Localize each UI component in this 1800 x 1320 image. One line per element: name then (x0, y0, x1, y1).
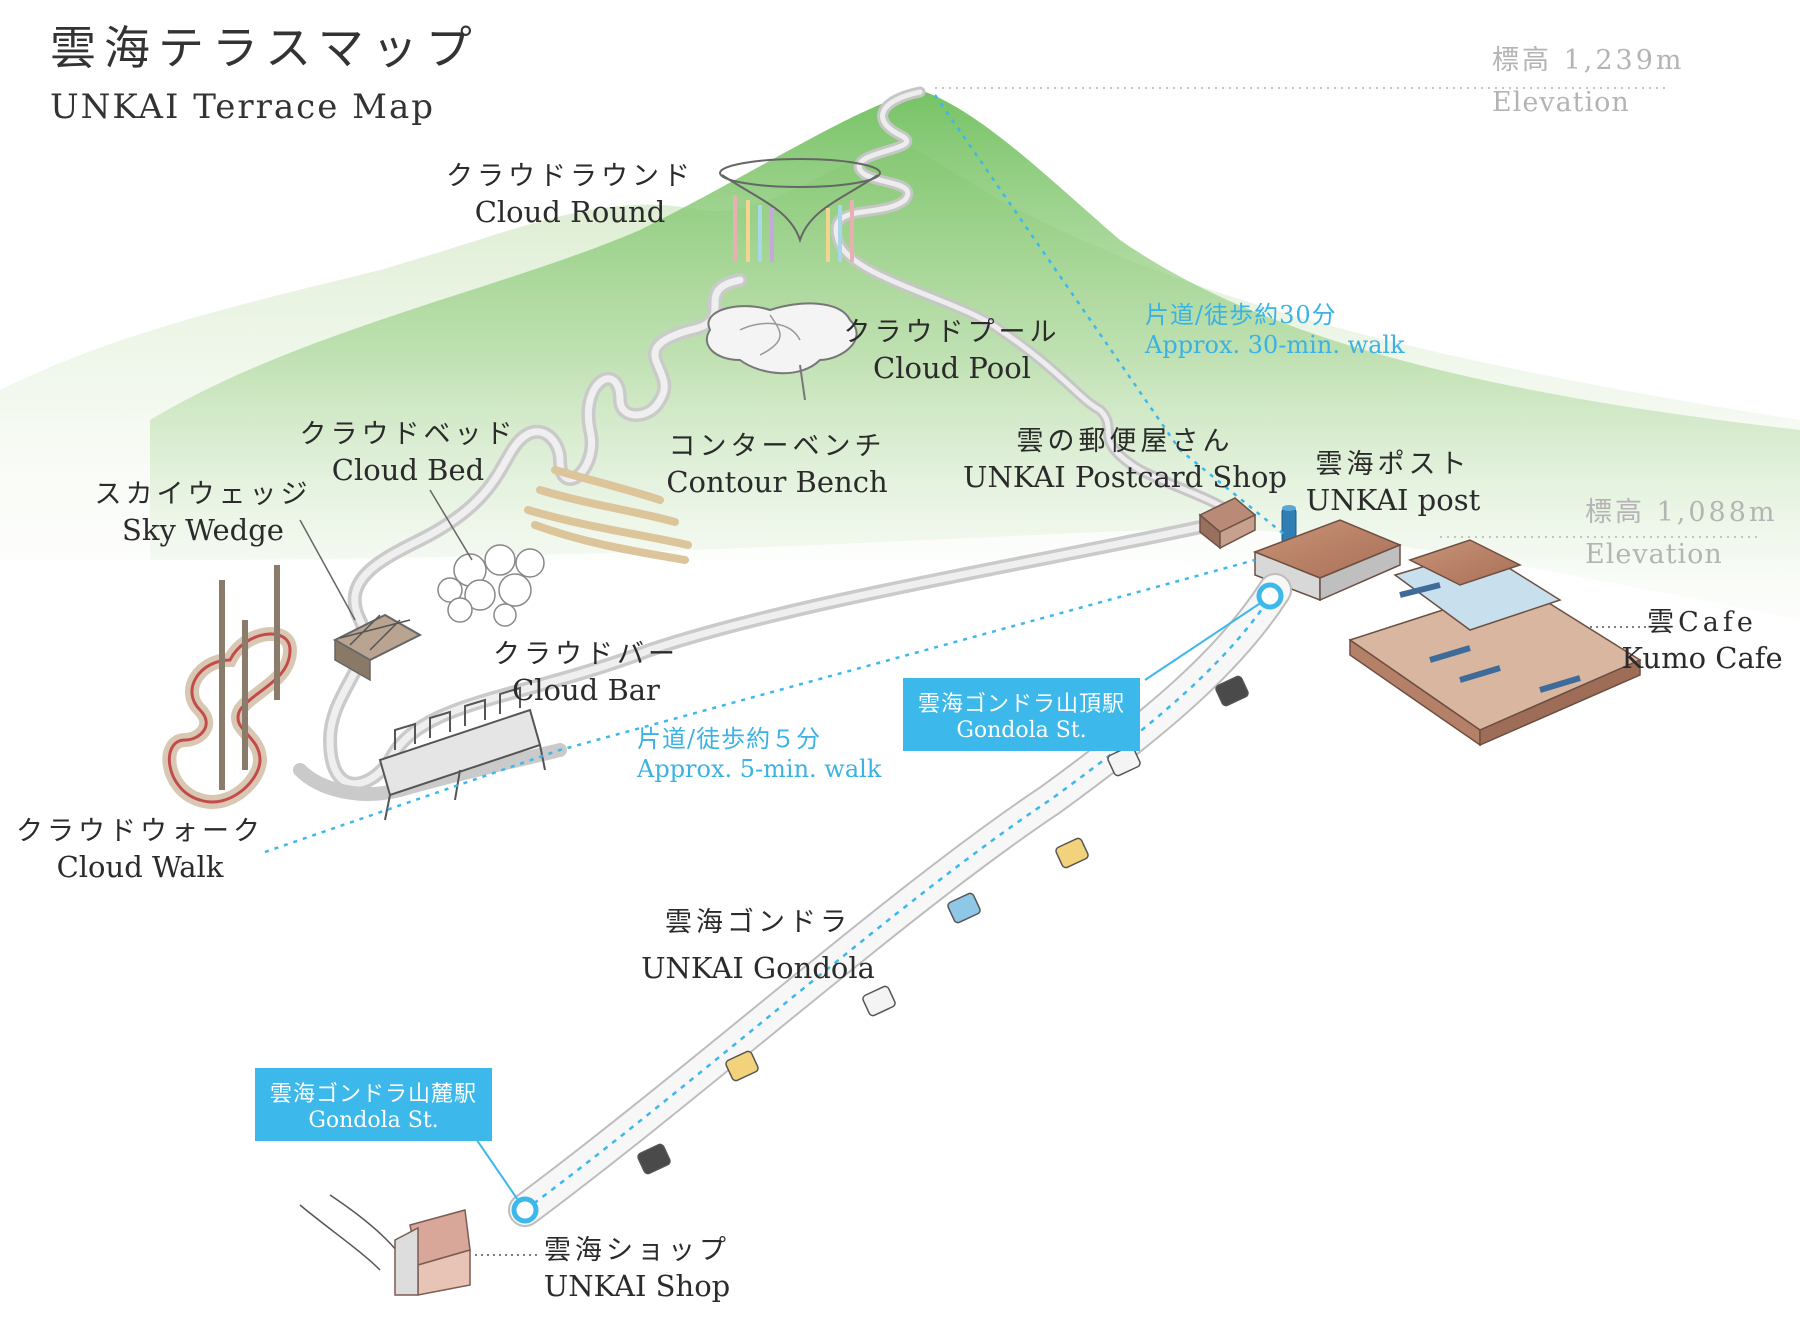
gondola-jp: 雲海ゴンドラ (665, 907, 851, 938)
cloud-bed-en: Cloud Bed (331, 452, 485, 487)
label-contour-bench[interactable]: コンターベンチ Contour Bench (666, 430, 887, 500)
top-station-label[interactable]: 雲海ゴンドラ山頂駅 Gondola St. (903, 678, 1140, 751)
label-cloud-walk-time: 片道/徒歩約５分 Approx. 5-min. walk (637, 724, 881, 784)
label-cloud-pool[interactable]: クラウドプール Cloud Pool (844, 316, 1061, 386)
unkai-post-jp: 雲海ポスト (1315, 449, 1471, 480)
kumo-cafe-jp: 雲Cafe (1647, 607, 1757, 638)
summit-walk-route (933, 94, 1286, 536)
cloud-round-jp: クラウドラウンド (446, 161, 694, 192)
contour-bench-structure (524, 466, 692, 564)
cloud-pool-jp: クラウドプール (843, 317, 1061, 348)
postcard-shop-en: UNKAI Postcard Shop (963, 459, 1287, 494)
kumo-cafe-building (1348, 539, 1642, 747)
gondola-cabins (637, 675, 1249, 1175)
cloud-bar-structure (378, 686, 546, 821)
label-unkai-shop[interactable]: 雲海ショップ UNKAI Shop (544, 1234, 731, 1304)
label-kumo-cafe[interactable]: 雲Cafe Kumo Cafe (1621, 606, 1782, 676)
map-title: 雲海テラスマップ UNKAI Terrace Map (50, 20, 480, 128)
cloud-walk-time-jp: 片道/徒歩約５分 (637, 725, 822, 753)
postcard-shop-building (1198, 497, 1257, 550)
label-summit-walk: 片道/徒歩約30分 Approx. 30-min. walk (1145, 300, 1405, 360)
label-unkai-post[interactable]: 雲海ポスト UNKAI post (1306, 448, 1480, 518)
elevation-terrace-value: 標高 1,088m (1585, 497, 1778, 528)
map-title-jp: 雲海テラスマップ (50, 21, 480, 75)
bottom-station-jp: 雲海ゴンドラ山麓駅 (269, 1082, 477, 1107)
elevation-summit-value: 標高 1,239m (1492, 45, 1685, 76)
elevation-terrace-label: Elevation (1585, 538, 1723, 570)
contour-bench-en: Contour Bench (666, 464, 888, 499)
green-mountain (150, 90, 1800, 620)
cloud-walk-route (264, 558, 1256, 854)
summit-walk-en: Approx. 30-min. walk (1145, 331, 1405, 359)
top-station-marker (1256, 582, 1284, 610)
label-sky-wedge[interactable]: スカイウェッジ Sky Wedge (95, 478, 312, 548)
summit-station-building (1252, 519, 1402, 602)
contour-bench-jp: コンターベンチ (668, 431, 886, 462)
cloud-walk-time-en: Approx. 5-min. walk (637, 755, 882, 783)
cloud-bed-structure (437, 544, 545, 627)
sky-wedge-jp: スカイウェッジ (94, 479, 312, 510)
elevation-summit: 標高 1,239m Elevation (1492, 44, 1684, 120)
top-station-en: Gondola St. (956, 718, 1087, 743)
cloud-round-structure (719, 158, 881, 262)
elevation-summit-label: Elevation (1492, 86, 1630, 118)
sky-wedge-en: Sky Wedge (122, 512, 284, 547)
cloud-bar-en: Cloud Bar (512, 672, 660, 707)
cloud-round-en: Cloud Round (474, 194, 666, 229)
label-cloud-walk[interactable]: クラウドウォーク Cloud Walk (16, 815, 264, 885)
cloud-bar-jp: クラウドバー (493, 639, 679, 670)
elevation-terrace: 標高 1,088m Elevation (1585, 496, 1777, 572)
summit-walk-jp: 片道/徒歩約30分 (1145, 301, 1337, 329)
label-cloud-bed[interactable]: クラウドベッド Cloud Bed (300, 418, 517, 488)
cloud-walk-en: Cloud Walk (56, 849, 224, 884)
cloud-walk-jp: クラウドウォーク (16, 816, 264, 847)
unkai-shop-en: UNKAI Shop (543, 1268, 731, 1303)
label-cloud-round[interactable]: クラウドラウンド Cloud Round (446, 160, 694, 230)
label-gondola[interactable]: 雲海ゴンドラ UNKAI Gondola (641, 906, 875, 986)
cloud-bed-jp: クラウドベッド (299, 419, 517, 450)
sky-wedge-structure (332, 613, 423, 682)
unkai-shop-jp: 雲海ショップ (544, 1235, 730, 1266)
cloud-pool-en: Cloud Pool (873, 350, 1031, 385)
bottom-station-marker (511, 1196, 539, 1224)
map-title-en: UNKAI Terrace Map (50, 86, 435, 127)
postcard-shop-jp: 雲の郵便屋さん (1016, 426, 1234, 457)
unkai-post-en: UNKAI post (1305, 482, 1481, 517)
top-station-jp: 雲海ゴンドラ山頂駅 (917, 692, 1125, 717)
label-postcard-shop[interactable]: 雲の郵便屋さん UNKAI Postcard Shop (963, 425, 1287, 495)
kumo-cafe-en: Kumo Cafe (1621, 640, 1783, 675)
unkai-shop-building (299, 1194, 471, 1296)
bottom-station-label[interactable]: 雲海ゴンドラ山麓駅 Gondola St. (255, 1068, 492, 1141)
gondola-en: UNKAI Gondola (641, 950, 875, 985)
cloud-walk-structure (162, 565, 298, 809)
cloud-pool-structure (705, 302, 858, 401)
bottom-station-en: Gondola St. (308, 1108, 439, 1133)
label-cloud-bar[interactable]: クラウドバー Cloud Bar (493, 638, 679, 708)
